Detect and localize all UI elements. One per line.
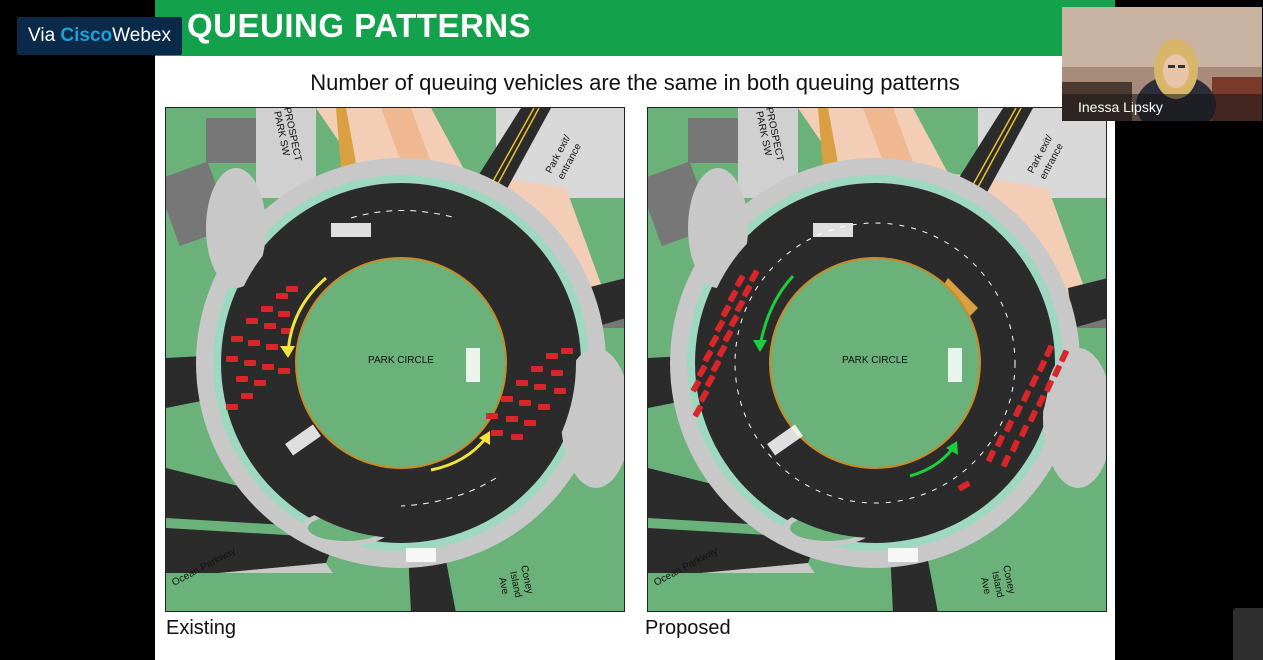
brand-webex: Webex: [112, 25, 171, 46]
participant-name: Inessa Lipsky: [1062, 94, 1262, 121]
corner-control-button[interactable]: [1233, 608, 1263, 660]
map-existing: PARK CIRCLE PROSPECT PARK SW Park exit/ …: [165, 107, 625, 612]
map-proposed-drawing: PARK CIRCLE PROSPECT PARK SW Park exit/ …: [648, 108, 1106, 611]
map-proposed: PARK CIRCLE PROSPECT PARK SW Park exit/ …: [647, 107, 1107, 612]
map-existing-drawing: PARK CIRCLE PROSPECT PARK SW Park exit/ …: [166, 108, 624, 611]
slide-title: QUEUING PATTERNS: [187, 7, 532, 44]
coney-label-line2: Island: [507, 570, 523, 598]
slide-title-bar: QUEUING PATTERNS: [155, 0, 1115, 56]
slide-subtitle: Number of queuing vehicles are the same …: [310, 70, 960, 95]
participant-video-tile[interactable]: Inessa Lipsky: [1062, 7, 1262, 121]
caption-proposed: Proposed: [645, 617, 731, 639]
coney-label-line3: Ave: [978, 576, 992, 595]
park-circle-label: PARK CIRCLE: [368, 355, 434, 366]
brand-prefix: Via: [28, 25, 61, 46]
caption-existing: Existing: [166, 617, 237, 639]
presentation-slide: QUEUING PATTERNS Number of queuing vehic…: [155, 0, 1115, 660]
park-circle-label: PARK CIRCLE: [842, 355, 908, 366]
coney-label-line3: Ave: [496, 576, 510, 595]
brand-cisco: Cisco: [60, 25, 113, 46]
coney-label-line2: Island: [989, 570, 1005, 598]
